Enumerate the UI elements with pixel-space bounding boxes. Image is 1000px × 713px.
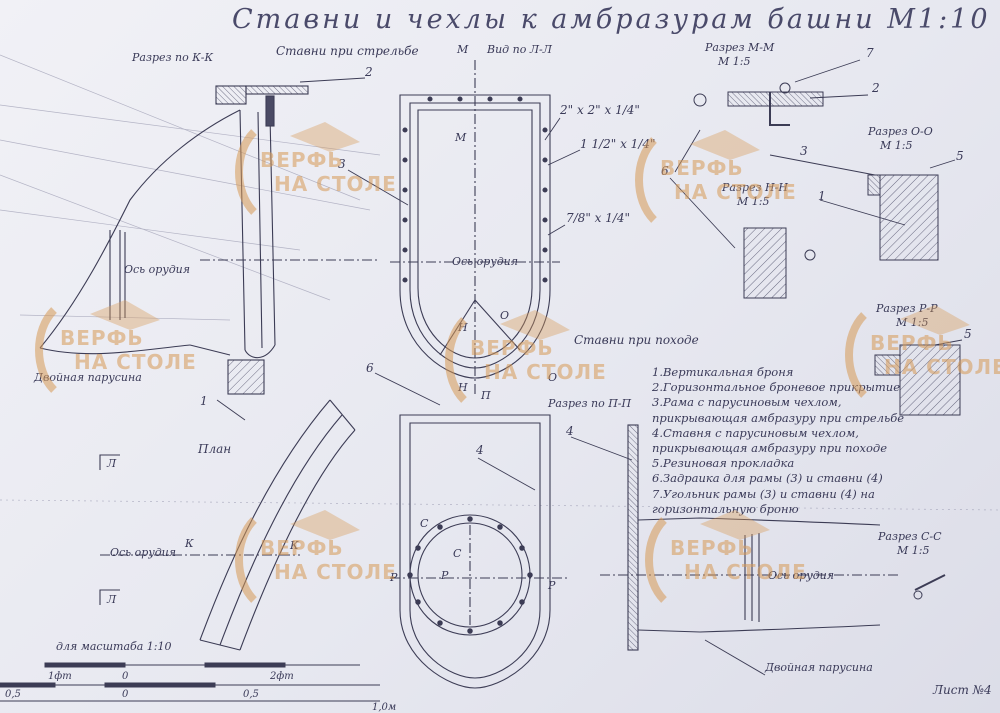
callout-6b: 6 <box>661 164 669 178</box>
watermark-logo: ВЕРФЬ НА СТОЛЕ <box>230 500 396 610</box>
ship-wheel-icon <box>635 130 760 223</box>
letter-s2: С <box>453 547 462 560</box>
legend-item: прикрывающая амбразуру при стрельбе <box>652 410 905 425</box>
legend-item: 2.Горизонтальное броневое прикрытие <box>652 380 901 395</box>
letter-n: Н <box>458 321 468 334</box>
letter-k: К <box>185 537 194 550</box>
letter-p: П <box>481 389 491 402</box>
callout-4-pp: 4 <box>566 424 574 438</box>
letter-l: Л <box>107 457 117 470</box>
label-sheet-number: Лист №4 <box>933 683 992 697</box>
scale-tick: 1,0м <box>372 702 397 713</box>
label-section-rr-scale: М 1:5 <box>896 316 928 329</box>
view-pp-frame <box>390 414 570 689</box>
letter-s: С <box>420 517 429 530</box>
label-double-canvas-right: Двойная парусина <box>765 661 873 674</box>
leader-lines <box>216 59 963 676</box>
legend-item: 3.Рама с парусиновым чехлом, <box>652 395 842 410</box>
callout-5b: 5 <box>964 327 972 341</box>
legend-item: 5.Резиновая прокладка <box>652 456 795 471</box>
callout-6a: 6 <box>366 361 374 375</box>
scale-tick: 0,5 <box>243 689 259 700</box>
watermark-logo: ВЕРФЬ НА СТОЛЕ <box>230 112 396 222</box>
letter-r: Р <box>441 569 449 582</box>
legend-item: прикрывающая амбразуру при походе <box>652 441 888 456</box>
legend-item: 1.Вертикальная броня <box>652 365 794 379</box>
callout-1b: 1 <box>818 189 826 203</box>
ship-wheel-icon <box>235 122 360 215</box>
drawing-title: Ставни и чехлы к амбразурам башни М1:10 <box>232 4 991 35</box>
ship-wheel-icon <box>445 310 570 403</box>
label-section-mm-scale: М 1:5 <box>718 55 751 68</box>
letter-o2: О <box>548 371 558 384</box>
label-gun-axis-center: Ось орудия <box>452 255 519 268</box>
legend-item: горизонтальную броню <box>652 501 799 516</box>
scale-tick: 1фт <box>48 671 72 682</box>
label-shutters-firing: Ставни при стрельбе <box>276 44 419 58</box>
label-for-scale: для масштаба 1:10 <box>56 640 172 653</box>
watermark-logo: ВЕРФЬ НА СТОЛЕ <box>30 290 196 400</box>
label-view-ll: Вид по Л-Л <box>487 43 552 56</box>
label-gun-axis-right: Ось орудия <box>768 569 835 582</box>
legend-item: 6.Задраика для рамы (3) и ставни (4) <box>652 471 883 486</box>
label-section-ss: Разрез С-С <box>878 530 942 543</box>
watermark-logo: ВЕРФЬ НА СТОЛЕ <box>440 300 606 410</box>
dim-label-2: 1 1/2" x 1/4" <box>580 137 656 151</box>
letter-o: О <box>500 309 510 322</box>
callout-1a: 1 <box>200 394 208 408</box>
scale-tick: 0 <box>122 671 129 682</box>
label-plan: План <box>198 442 232 456</box>
watermark-logo: ВЕРФЬ НА СТОЛЕ <box>840 295 1000 405</box>
scale-bar-graphic <box>0 662 380 702</box>
callout-4: 4 <box>476 443 484 457</box>
letter-r3: Р <box>548 579 556 592</box>
label-section-oo-scale: М 1:5 <box>880 139 913 152</box>
callout-3b: 3 <box>800 144 808 158</box>
scale-tick: 0,5 <box>5 689 21 700</box>
letter-n2: Н <box>458 381 468 394</box>
label-section-pp: Разрез по П-П <box>548 397 632 410</box>
label-gun-axis-plan: Ось орудия <box>110 546 177 559</box>
label-section-oo: Разрез О-О <box>868 125 933 138</box>
plan-view <box>99 399 356 651</box>
legend-item: 7.Угольник рамы (3) и ставни (4) на <box>652 486 875 501</box>
detail-sections <box>693 82 961 600</box>
ship-wheel-icon <box>845 305 970 398</box>
label-section-rr: Разрез Р-Р <box>876 302 938 315</box>
view-ll-frame <box>390 60 560 395</box>
dim-label-1: 2" x 2" x 1/4" <box>560 103 640 117</box>
ship-wheel-icon <box>35 300 160 393</box>
scale-tick: 0 <box>122 689 129 700</box>
letter-r2: Р <box>390 571 398 584</box>
dim-label-3: 7/8" x 1/4" <box>566 211 631 225</box>
label-m: М <box>457 43 469 56</box>
letter-k2: К <box>290 539 299 552</box>
legend-item: 4.Ставня с парусиновым чехлом, <box>652 425 859 440</box>
callout-3a: 3 <box>338 157 346 171</box>
callout-2a: 2 <box>365 65 373 79</box>
label-section-mm: Разрез М-М <box>705 41 775 54</box>
callout-5a: 5 <box>956 149 964 163</box>
legend-list: 1.Вертикальная броня 2.Горизонтальное бр… <box>652 365 904 517</box>
ship-wheel-icon <box>235 510 360 603</box>
scale-tick: 2фт <box>270 671 294 682</box>
callout-2b: 2 <box>872 81 880 95</box>
label-gun-axis-left: Ось орудия <box>124 263 191 276</box>
label-double-canvas-left: Двойная парусина <box>34 371 142 384</box>
ship-wheel-icon <box>645 510 770 603</box>
letter-m2: М <box>455 131 467 144</box>
watermark-logo: ВЕРФЬ НА СТОЛЕ <box>640 500 806 610</box>
label-section-ss-scale: М 1:5 <box>897 544 930 557</box>
label-section-nn-scale: М 1:5 <box>737 195 770 208</box>
label-section-nn: Разрез Н-Н <box>722 181 788 194</box>
label-section-kk: Разрез по К-К <box>132 51 213 64</box>
label-shutters-march: Ставни при походе <box>574 333 699 347</box>
letter-l2: Л <box>107 593 117 606</box>
watermark-logo: ВЕРФЬ НА СТОЛЕ <box>630 120 796 230</box>
callout-7: 7 <box>866 46 874 60</box>
